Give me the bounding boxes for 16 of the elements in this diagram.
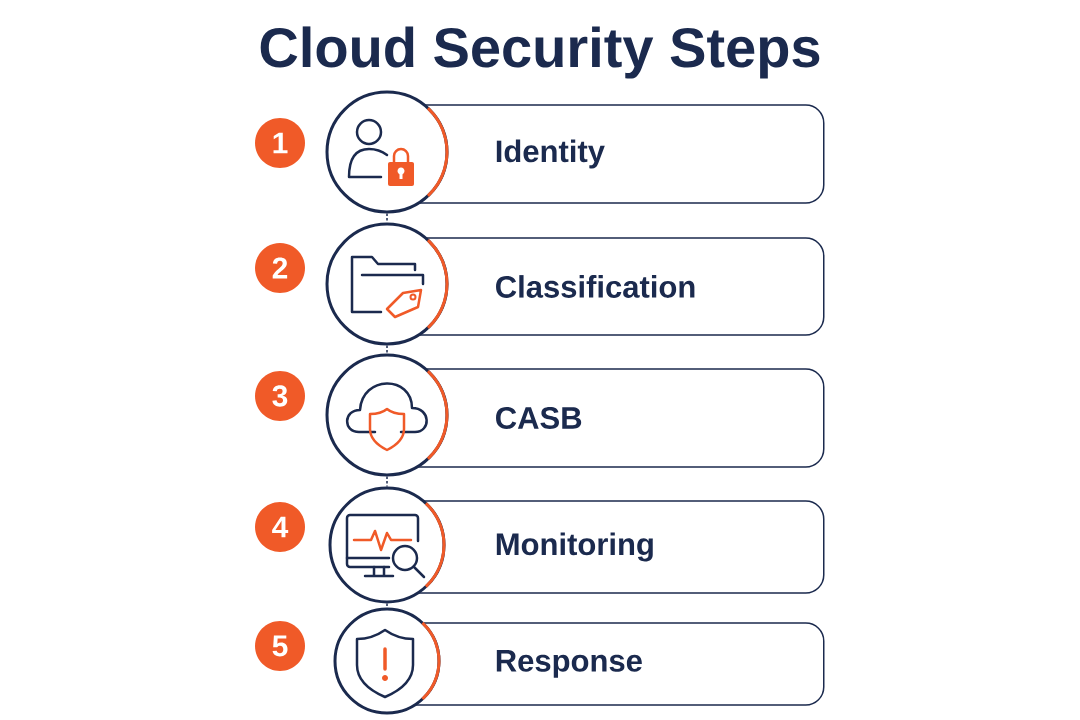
step-box: Response bbox=[390, 622, 825, 706]
connector-line bbox=[386, 344, 388, 355]
number-badge: 1 bbox=[255, 118, 305, 168]
number-badge: 5 bbox=[255, 621, 305, 671]
number-badge: 3 bbox=[255, 371, 305, 421]
icon-circle bbox=[325, 353, 449, 477]
icon-circle bbox=[325, 90, 449, 214]
connector-line bbox=[386, 602, 388, 609]
title: Cloud Security Steps bbox=[260, 26, 820, 79]
icon-circle bbox=[328, 486, 446, 604]
connector-line bbox=[386, 212, 388, 224]
connector-line bbox=[386, 475, 388, 488]
number-badge: 2 bbox=[255, 243, 305, 293]
number-badge: 4 bbox=[255, 502, 305, 552]
icon-circle bbox=[325, 222, 449, 346]
icon-circle bbox=[333, 607, 441, 715]
